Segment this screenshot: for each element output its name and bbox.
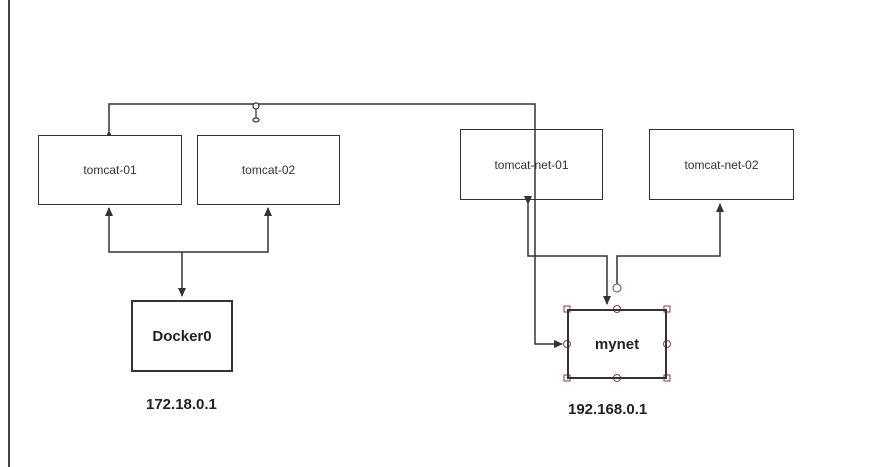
mynet-ip-label: 192.168.0.1 [568,401,648,418]
node-tomcat-02[interactable]: tomcat-02 [197,135,340,205]
node-tomcat-01-label: tomcat-01 [83,163,137,177]
link-tomcatnet01-mynet [524,196,611,305]
node-mynet[interactable]: mynet [567,309,667,379]
line-handle-icon [252,102,260,123]
node-docker0-label: Docker0 [152,327,212,345]
link-tomcatnet02-mynet [616,203,724,290]
link-tomcat01-mynet [105,103,563,348]
link-docker0-tomcat01 [105,207,182,253]
node-tomcat-net-01-label: tomcat-net-01 [494,157,569,172]
node-tomcat-net-02-label: tomcat-net-02 [684,157,759,172]
node-docker0[interactable]: Docker0 [131,300,233,372]
node-tomcat-net-01[interactable]: tomcat-net-01 [460,129,603,200]
left-edge-line [8,0,10,467]
node-mynet-label: mynet [594,335,640,353]
docker0-ip-label: 172.18.0.1 [146,396,217,413]
node-tomcat-net-02[interactable]: tomcat-net-02 [649,129,794,200]
node-tomcat-01[interactable]: tomcat-01 [38,135,182,205]
link-docker0-tomcat02 [182,207,272,253]
node-tomcat-02-label: tomcat-02 [241,163,296,177]
